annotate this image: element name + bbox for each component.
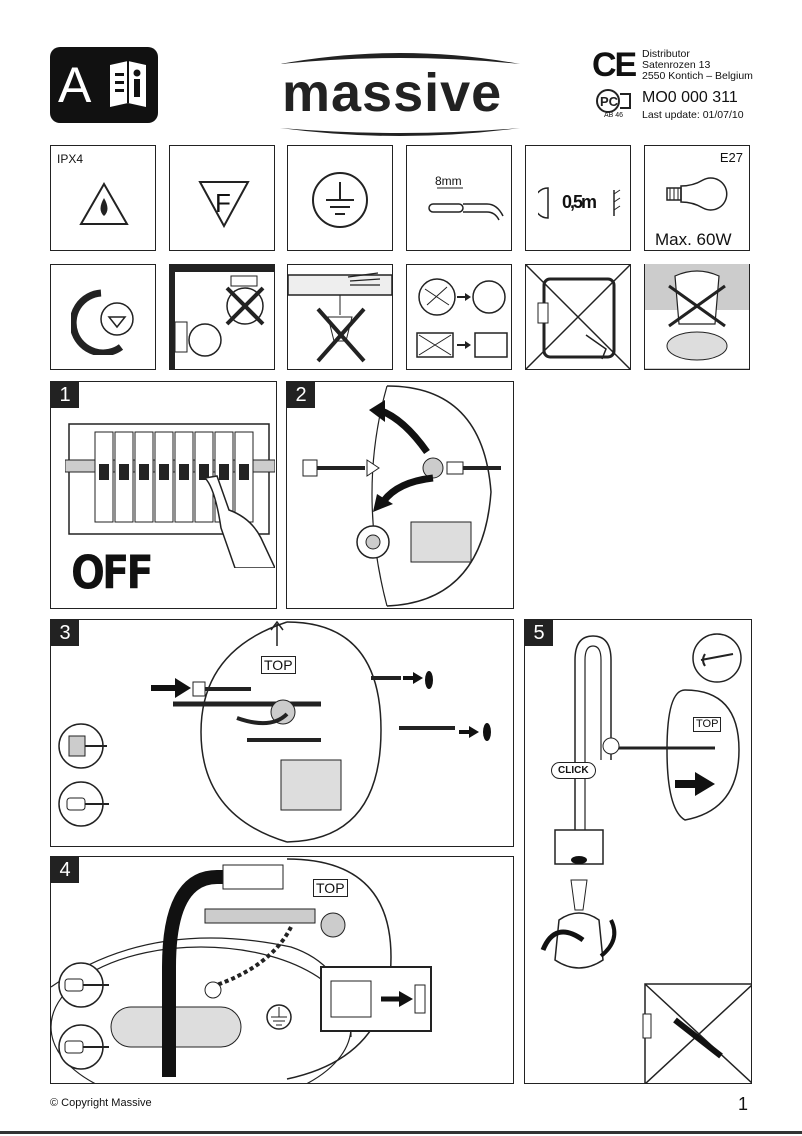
lamp-assembly-icon <box>540 633 751 1083</box>
earth-ground-icon <box>312 172 368 228</box>
certification-icon: PC AB 46 <box>594 88 634 122</box>
distributor-info: Distributor Satenrozen 13 2550 Kontich –… <box>642 49 753 82</box>
no-recessed-icon <box>175 275 265 357</box>
breaker-panel-icon <box>65 423 275 568</box>
step-5-number: 5 <box>525 620 553 646</box>
manual-info-icon <box>106 59 150 111</box>
wire-strip-icon <box>428 187 504 221</box>
tile-earth <box>287 145 393 251</box>
tile-strip-length: 8mm <box>406 145 512 251</box>
distributor-label: Distributor <box>642 48 690 60</box>
step-1-number: 1 <box>51 382 79 408</box>
step-5-top-label: TOP <box>693 717 722 732</box>
tile-bulb: E27 Max. 60W <box>644 145 750 251</box>
strip-length: 8mm <box>435 174 462 188</box>
step-4-top-label: TOP <box>313 879 348 897</box>
wiring-connection-icon <box>51 858 432 1083</box>
distance-icon <box>538 187 621 219</box>
step-1-panel: 1 OFF <box>50 381 277 609</box>
f-mark-letter: F <box>215 188 231 218</box>
dimmer-icon <box>71 289 134 355</box>
tile-glass-replace <box>406 264 512 370</box>
off-label: OFF <box>71 546 154 600</box>
glass-replace-icon <box>416 278 508 358</box>
max-power: Max. 60W <box>655 230 732 249</box>
tile-f-mark: F <box>169 145 275 251</box>
click-label: CLICK <box>551 762 596 779</box>
tile-no-cover <box>644 264 750 370</box>
distance-value: 0,5m <box>562 192 597 212</box>
tile-no-plug <box>525 264 631 370</box>
f-mark-icon <box>198 181 250 228</box>
step-5-panel: 5 TOP CLICK <box>524 619 752 1084</box>
wall-mounting-icon <box>58 620 491 843</box>
ce-mark: CE <box>592 46 637 84</box>
step-3-top-label: TOP <box>261 656 296 674</box>
step-2-number: 2 <box>287 382 315 408</box>
copyright: © Copyright Massive <box>50 1097 152 1109</box>
step-4-number: 4 <box>51 857 79 883</box>
tile-dimmer <box>50 264 156 370</box>
bracket-disassembly-icon <box>302 385 501 607</box>
last-update: Last update: 01/07/10 <box>642 109 744 121</box>
no-ceiling-icon <box>288 272 392 363</box>
step-4-panel: 4 TOP <box>50 856 514 1084</box>
footer-rule <box>0 1131 802 1134</box>
page-number: 1 <box>738 1094 749 1114</box>
brand-logo: massive <box>280 48 520 142</box>
no-plug-icon <box>526 265 630 369</box>
tile-ipx4: IPX4 <box>50 145 156 251</box>
badge-letter: A <box>58 57 92 113</box>
svg-text:PC: PC <box>600 94 619 109</box>
address-line1: Satenrozen 13 <box>642 59 711 71</box>
socket-type: E27 <box>719 150 743 165</box>
step-2-panel: 2 <box>286 381 514 609</box>
no-cover-icon <box>645 264 749 368</box>
model-number: MO0 000 311 <box>642 89 738 106</box>
address-line2: 2550 Kontich – Belgium <box>642 70 753 82</box>
cert-code: AB 46 <box>604 112 624 119</box>
water-drop-icon <box>79 182 129 225</box>
brand-name: massive <box>282 63 503 123</box>
step-3-panel: 3 TOP <box>50 619 514 847</box>
header-badge: A <box>50 47 158 123</box>
tile-no-recessed <box>169 264 275 370</box>
bulb-icon <box>666 177 728 211</box>
tile-no-ceiling <box>287 264 393 370</box>
tile-distance: 0,5m <box>525 145 631 251</box>
step-3-number: 3 <box>51 620 79 646</box>
ip-rating: IPX4 <box>57 152 84 166</box>
